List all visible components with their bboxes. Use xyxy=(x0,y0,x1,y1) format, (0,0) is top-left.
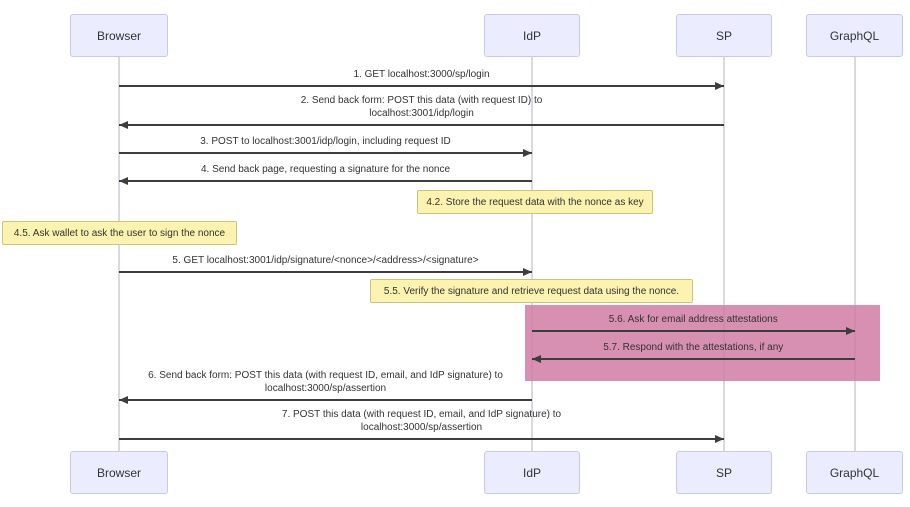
lifeline-idp xyxy=(531,57,533,451)
highlight-region xyxy=(525,305,880,381)
message-label-5-7: 5.7. Respond with the attestations, if a… xyxy=(603,341,783,354)
note-4-5: 4.5. Ask wallet to ask the user to sign … xyxy=(2,221,237,245)
message-label-line: 2. Send back form: POST this data (with … xyxy=(300,95,543,106)
message-label-2: 2. Send back form: POST this data (with … xyxy=(301,94,543,120)
actor-bottom-sp: SP xyxy=(676,451,772,494)
message-label-5-6: 5.6. Ask for email address attestations xyxy=(609,313,778,326)
message-label-line: 5.7. Respond with the attestations, if a… xyxy=(603,342,784,353)
actor-top-browser: Browser xyxy=(70,14,168,57)
message-label-line: 4. Send back page, requesting a signatur… xyxy=(200,164,451,175)
lifeline-graphql xyxy=(853,57,856,451)
arrowhead-5-7 xyxy=(532,355,541,363)
actor-bottom-graphql: GraphQL xyxy=(806,451,903,494)
message-label-line: localhost:3000/sp/assertion xyxy=(264,383,387,394)
message-label-3: 3. POST to localhost:3001/idp/login, inc… xyxy=(200,135,451,148)
lifeline-sp xyxy=(723,57,725,451)
message-line-5 xyxy=(119,271,532,273)
message-label-line: 7. POST this data (with request ID, emai… xyxy=(281,409,562,420)
actor-top-sp: SP xyxy=(676,14,772,57)
message-line-5-6 xyxy=(532,330,855,332)
message-label-line: 3. POST to localhost:3001/idp/login, inc… xyxy=(200,136,451,147)
message-line-1 xyxy=(119,85,724,87)
message-label-5: 5. GET localhost:3001/idp/signature/<non… xyxy=(172,254,478,267)
actor-top-graphql: GraphQL xyxy=(806,14,903,57)
message-line-3 xyxy=(119,152,532,154)
message-line-6 xyxy=(119,399,532,401)
message-label-line: localhost:3001/idp/login xyxy=(369,108,474,119)
message-label-line: localhost:3000/sp/assertion xyxy=(360,422,483,433)
arrowhead-3 xyxy=(523,149,532,157)
message-line-2 xyxy=(119,124,724,126)
message-label-line: 1. GET localhost:3000/sp/login xyxy=(353,69,490,80)
message-label-1: 1. GET localhost:3000/sp/login xyxy=(353,68,489,81)
arrowhead-5 xyxy=(523,268,532,276)
message-label-6: 6. Send back form: POST this data (with … xyxy=(148,369,503,395)
note-5-5: 5.5. Verify the signature and retrieve r… xyxy=(370,279,693,303)
arrowhead-7 xyxy=(715,435,724,443)
actor-top-idp: IdP xyxy=(484,14,580,57)
arrowhead-5-6 xyxy=(845,327,855,335)
message-label-line: 5. GET localhost:3001/idp/signature/<non… xyxy=(172,255,479,266)
message-label-line: 5.6. Ask for email address attestations xyxy=(608,314,778,325)
message-line-7 xyxy=(119,438,724,440)
actor-bottom-browser: Browser xyxy=(70,451,168,494)
message-label-7: 7. POST this data (with request ID, emai… xyxy=(282,408,561,434)
message-label-line: 6. Send back form: POST this data (with … xyxy=(148,370,503,381)
arrowhead-2 xyxy=(119,121,128,129)
arrowhead-4 xyxy=(119,177,128,185)
message-line-5-7 xyxy=(532,358,855,360)
message-line-4 xyxy=(119,180,532,182)
message-label-4: 4. Send back page, requesting a signatur… xyxy=(201,163,450,176)
actor-bottom-idp: IdP xyxy=(484,451,580,494)
lifeline-browser xyxy=(118,57,120,451)
arrowhead-6 xyxy=(119,396,128,404)
arrowhead-1 xyxy=(715,82,724,90)
note-4-2: 4.2. Store the request data with the non… xyxy=(417,190,653,214)
